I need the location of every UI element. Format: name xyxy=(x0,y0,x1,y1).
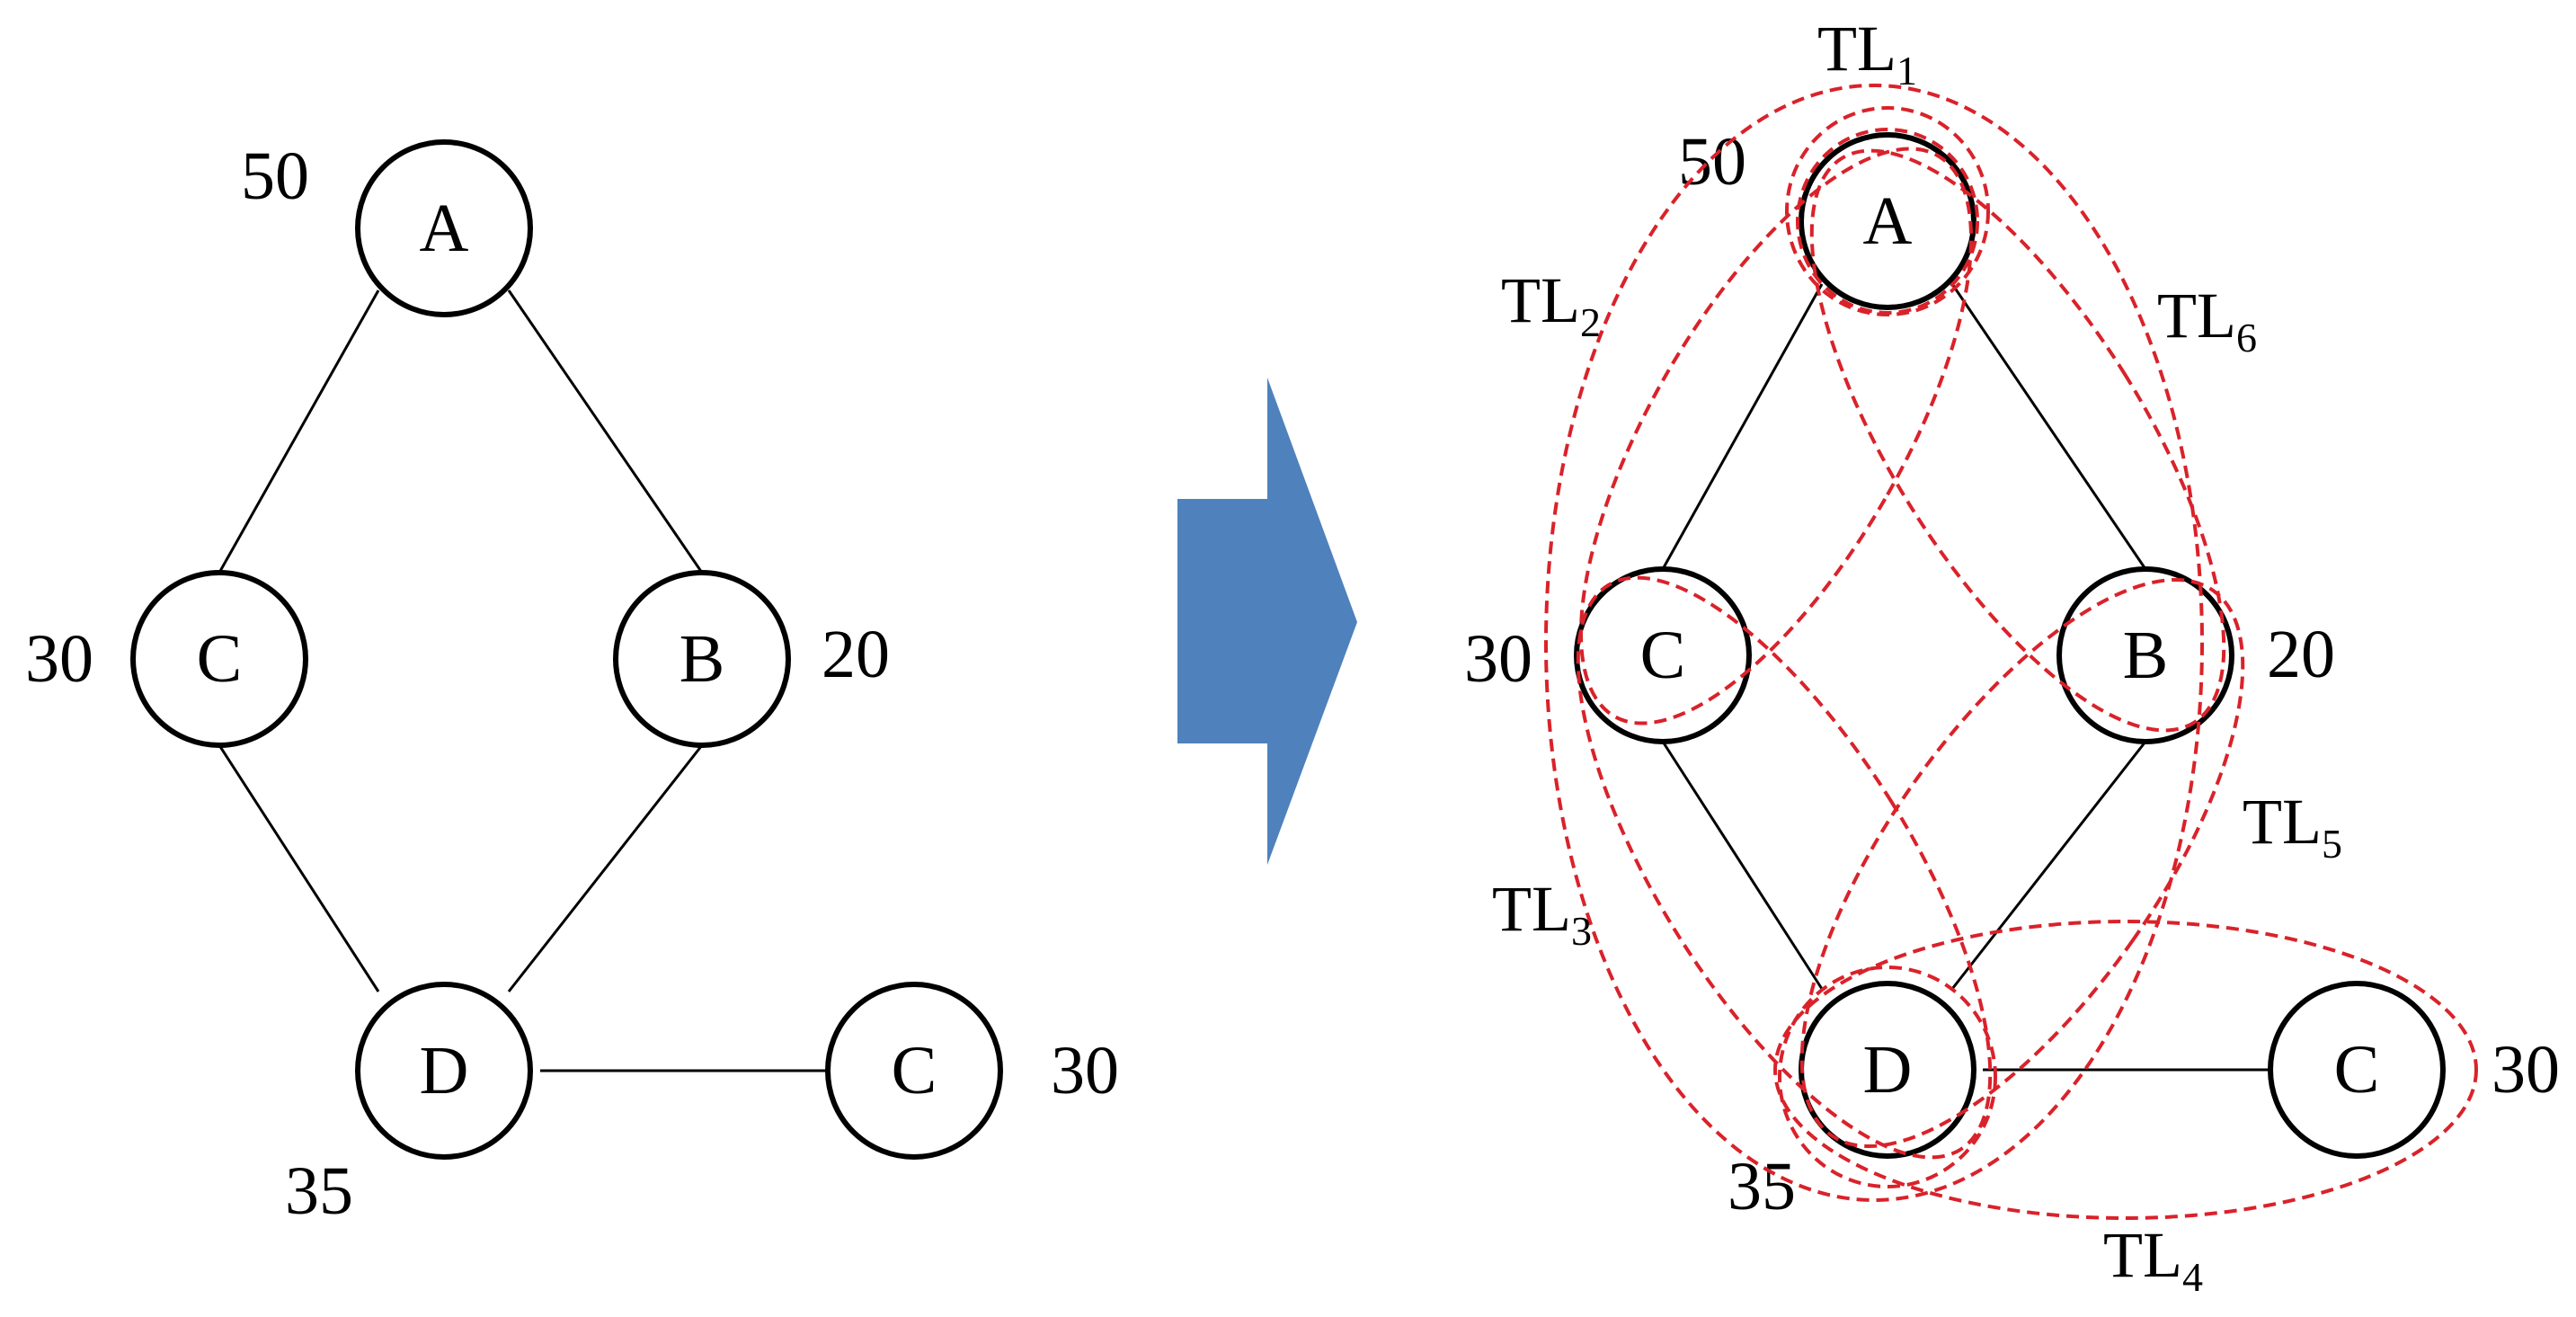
tl1-ring-inner xyxy=(1796,128,1979,315)
right-edges xyxy=(1661,283,2270,1072)
left-edge-b-d xyxy=(507,744,704,992)
right-edge-c-d xyxy=(1661,741,1824,990)
left-node-d: D xyxy=(355,982,533,1160)
right-node-a-label: A xyxy=(1863,183,1913,259)
right-node-c-upper-label: C xyxy=(1640,618,1686,693)
tl3-ring xyxy=(1576,575,1993,1160)
right-weight-a: 50 xyxy=(1678,124,1746,200)
right-node-c-lower-label: C xyxy=(2334,1032,2380,1108)
tl2-label: TL2 xyxy=(1501,264,1601,345)
right-node-c-lower: C xyxy=(2268,981,2446,1159)
tl4-ring xyxy=(1773,920,2478,1220)
tl6-ring xyxy=(1809,148,2226,733)
left-edges xyxy=(218,289,828,1072)
left-node-c-upper: C xyxy=(130,570,308,748)
left-weight-d: 35 xyxy=(285,1153,353,1229)
tl-rings xyxy=(1544,84,2478,1220)
left-edge-a-c xyxy=(218,289,380,574)
left-weight-c-upper: 30 xyxy=(25,621,93,697)
right-edge-a-b xyxy=(1950,283,2147,570)
left-graph: A C B D C 50 30 20 35 30 xyxy=(25,138,1119,1229)
tl1-label: TL1 xyxy=(1817,13,1917,93)
tl4-ring-inner xyxy=(1778,966,1997,1188)
left-weight-a: 50 xyxy=(241,138,309,214)
right-edge-b-d xyxy=(1950,741,2147,990)
left-node-c-upper-label: C xyxy=(197,621,243,697)
left-node-a-label: A xyxy=(420,191,469,266)
left-node-c-lower-label: C xyxy=(892,1033,937,1108)
right-weight-b: 20 xyxy=(2267,617,2335,692)
right-weight-c-upper: 30 xyxy=(1464,621,1532,697)
tl4-label: TL4 xyxy=(2103,1219,2203,1300)
left-node-c-lower: C xyxy=(825,982,1003,1160)
right-node-d: D xyxy=(1799,981,1976,1159)
right-node-b: B xyxy=(2056,566,2234,744)
left-node-b-label: B xyxy=(680,621,725,697)
left-edge-a-b xyxy=(507,289,704,574)
left-node-b: B xyxy=(613,570,791,748)
right-node-d-label: D xyxy=(1863,1032,1913,1108)
right-weight-c-lower: 30 xyxy=(2492,1032,2560,1108)
right-node-a: A xyxy=(1799,132,1976,310)
left-node-a: A xyxy=(355,139,533,317)
right-node-c-upper: C xyxy=(1574,566,1752,744)
tl-outer-ring xyxy=(1544,84,2204,1202)
right-edge-a-c xyxy=(1661,283,1824,570)
left-node-d-label: D xyxy=(420,1033,469,1108)
left-weight-b: 20 xyxy=(822,617,890,692)
tl6-label: TL6 xyxy=(2157,280,2257,360)
right-arrow-icon xyxy=(1177,378,1357,865)
right-weight-d: 35 xyxy=(1728,1149,1796,1224)
tl5-ring xyxy=(1799,577,2245,1149)
right-graph: A C B D C 50 30 20 35 30 xyxy=(1464,13,2560,1300)
left-edge-c-d xyxy=(218,744,380,992)
right-node-b-label: B xyxy=(2123,618,2169,693)
left-weight-c-lower: 30 xyxy=(1051,1033,1119,1108)
tl5-label: TL5 xyxy=(2243,786,2342,867)
tl3-label: TL3 xyxy=(1492,873,1592,954)
